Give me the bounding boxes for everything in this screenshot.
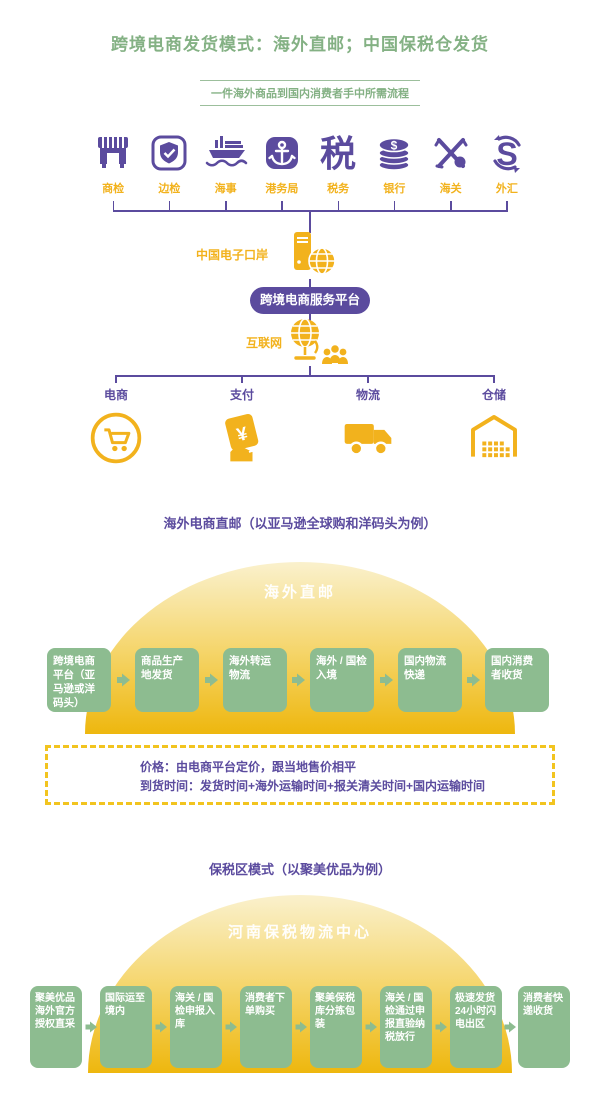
globe-people-icon [282,316,348,373]
bonded-dome-label: 河南保税物流中心 [227,924,372,941]
service-item: 物流 [328,386,408,467]
service-item: 支付 ¥ [202,386,282,467]
flow-step: 国内消费者收货 [485,648,549,712]
service-label: 支付 [229,388,254,402]
agency-item: 税 税务 [310,131,366,196]
connector [309,314,311,323]
truck-icon [339,409,397,467]
branch-tick [493,375,495,383]
platform-pill: 跨境电商服务平台 [250,287,370,314]
direct-section-title: 海外电商直邮（以亚马逊全球购和洋码头为例） [163,516,437,531]
subtitle-box: 一件海外商品到国内消费者手中所需流程 [200,80,420,106]
cart-icon [88,409,144,467]
agency-item: 边检 [141,131,197,196]
arrow-right-icon [115,672,131,693]
flow-step: 商品生产地发货 [135,648,199,712]
agency-item: 海关 [423,131,479,196]
agency-label: 商检 [102,183,125,195]
arrow-right-icon [465,672,481,693]
svg-text:S: S [496,136,517,172]
agency-item: 海事 [198,131,254,196]
server-globe-icon [288,230,342,285]
note-line: 到货时间：发货时间+海外运输时间+报关清关时间+国内运输时间 [140,779,486,793]
bracket-tick [225,201,227,210]
branch-tick [115,375,117,383]
connector [309,210,311,233]
coins-icon: $ [372,131,416,177]
arrow-right-icon [84,1020,98,1039]
service-item: 仓储 [454,386,534,467]
bracket-tick [281,201,283,210]
note-line: 价格：由电商平台定价，跟当地售价相平 [140,760,357,774]
page-title: 跨境电商发货模式：海外直邮；中国保税仓发货 [111,35,489,54]
agency-label: 海事 [214,183,237,195]
agency-label: 外汇 [495,183,518,195]
china-eport-label: 中国电子口岸 [195,248,268,262]
warehouse-icon [466,409,522,467]
flow-step: 国内物流快递 [398,648,462,712]
flow-step: 海外 / 国检入境 [310,648,374,712]
connector [309,279,311,288]
service-label: 仓储 [481,388,506,402]
flow-step: 极速发货24小时闪电出区 [450,986,502,1068]
branch-tick [241,375,243,383]
bracket-tick [337,201,339,210]
shield-check-icon [149,131,189,177]
connector [309,366,311,376]
arrow-right-icon [364,1020,378,1039]
tax-icon: 税 [317,131,359,177]
bonded-dome [88,895,512,1073]
agency-item: $ 银行 [366,131,422,196]
flow-step: 跨境电商平台（亚马逊或洋码头） [47,648,111,712]
bonded-section-title: 保税区模式（以聚美优品为例） [208,862,391,877]
forex-icon: S [486,131,528,177]
arrow-right-icon [434,1020,448,1039]
bracket-tick [112,201,114,210]
internet-label: 互联网 [245,336,282,350]
agency-label: 海关 [439,183,462,195]
subtitle: 一件海外商品到国内消费者手中所需流程 [211,88,409,100]
arrow-right-icon [224,1020,238,1039]
agency-row: 商检 边检 海事 港务局 税 税务 $ [85,131,535,196]
svg-text:税: 税 [320,133,356,174]
ship-icon [203,131,249,177]
flow-step: 海关 / 国检申报入库 [170,986,222,1068]
flow-step: 海关 / 国检通过申报直验纳税放行 [380,986,432,1068]
flow-step: 消费者快递收货 [518,986,570,1068]
agency-label: 税务 [327,183,350,195]
branch-tick [367,375,369,383]
bracket-tick [393,201,396,210]
arrow-right-icon [290,672,306,693]
flow-step: 消费者下单购买 [240,986,292,1068]
bracket-tick [506,201,508,210]
agency-item: 港务局 [254,131,310,196]
arrow-right-icon [203,672,219,693]
arrow-right-icon [154,1020,168,1039]
shop-icon [93,131,133,177]
service-item: 电商 [76,386,156,467]
arrow-right-icon [378,672,394,693]
service-label: 电商 [103,388,128,402]
agency-item: S 外汇 [479,131,535,196]
agency-label: 银行 [383,183,406,195]
service-label: 物流 [355,388,380,402]
customs-icon [429,131,473,177]
flow-step: 聚美优品海外官方授权直采 [30,986,82,1068]
direct-dome-label: 海外直邮 [263,584,336,601]
flow-step: 聚美保税库分拣包装 [310,986,362,1068]
bracket-tick [168,201,171,210]
agency-label: 边检 [158,183,181,195]
svg-text:$: $ [391,139,398,153]
branch-line [115,375,494,377]
agency-item: 商检 [85,131,141,196]
flow-step: 国际运至境内 [100,986,152,1068]
agency-label: 港务局 [265,183,299,195]
bracket-tick [450,201,452,210]
arrow-right-icon [294,1020,308,1039]
flow-step: 海外转运物流 [223,648,287,712]
anchor-icon [262,131,302,177]
price-note-box: 价格：由电商平台定价，跟当地售价相平 到货时间：发货时间+海外运输时间+报关清关… [45,745,555,805]
payment-icon: ¥ [214,409,270,467]
arrow-right-icon [503,1020,517,1039]
